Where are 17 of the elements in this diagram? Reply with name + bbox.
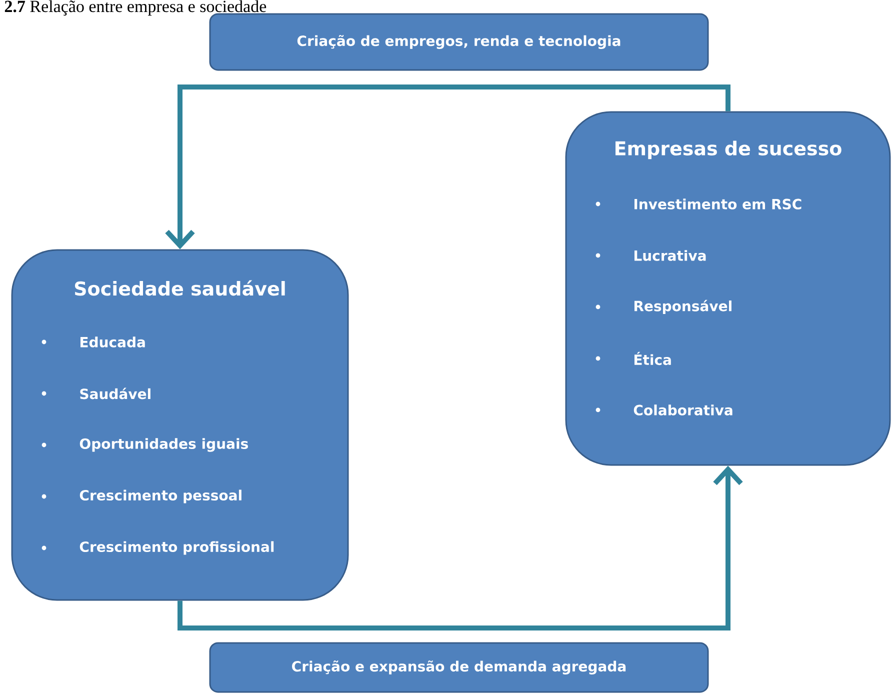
- list-item: Investimento em RSC: [634, 198, 802, 210]
- box-heading: Empresas de sucesso: [616, 140, 842, 160]
- list-item: Saudável: [80, 388, 150, 400]
- heading: 2.7 Relação entre empresa e sociedade: [4, 0, 266, 16]
- list-item: Colaborativa: [634, 404, 732, 416]
- list-item: Lucrativa: [634, 250, 706, 261]
- list-item: Educada: [80, 336, 145, 348]
- list-item: Oportunidades iguais: [80, 438, 248, 452]
- list-item: Responsável: [634, 300, 732, 314]
- box-heading: Sociedade saudável: [74, 280, 285, 296]
- box-label: Criação de empregos, renda e tecnologia: [297, 35, 620, 49]
- list-item: Ética: [634, 352, 671, 366]
- box-label: Criação e expansão de demanda agregada: [292, 660, 626, 674]
- arrow: [178, 466, 743, 630]
- arrow: [165, 84, 730, 250]
- list-item: Crescimento pessoal: [80, 490, 242, 504]
- list-item: Crescimento profissional: [80, 541, 274, 555]
